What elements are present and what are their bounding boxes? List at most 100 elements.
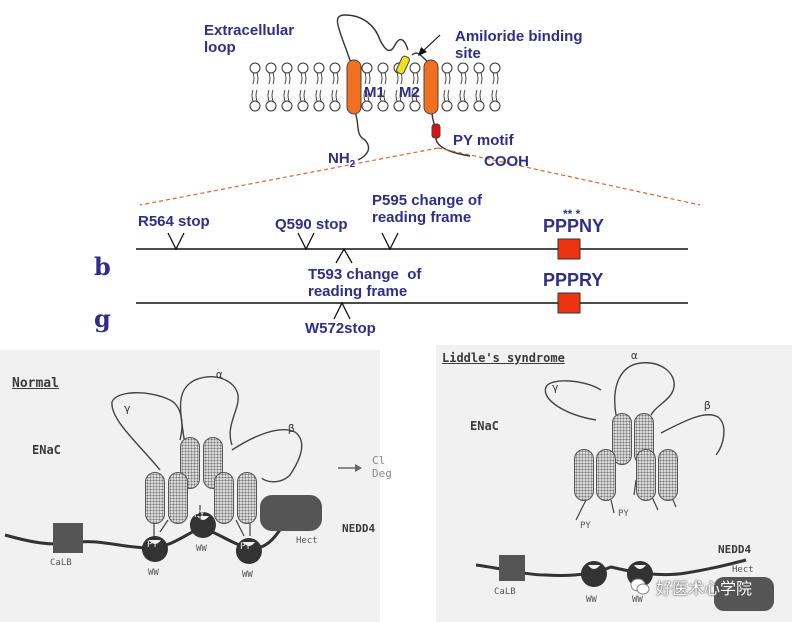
lipid-tail: [267, 89, 270, 102]
w572-marker: [333, 301, 351, 320]
lipid-tail: [459, 89, 462, 102]
lipid-head: [297, 62, 309, 74]
normal-alpha-label: α: [216, 368, 223, 381]
nh2-label: NH2: [328, 150, 356, 170]
liddle-beta-label: β: [704, 399, 711, 412]
lipid-tail: [464, 72, 467, 85]
q590-marker: [297, 232, 315, 251]
liddle-alpha-loop: [614, 362, 675, 416]
beta-sequence: PPPNY: [543, 216, 605, 236]
lipid-tail: [332, 72, 335, 85]
lipid-tail: [336, 72, 339, 85]
lipid-head: [265, 62, 277, 74]
normal-title: Normal: [12, 376, 59, 391]
lipid-tail: [492, 72, 495, 85]
beta-subunit-label: b: [94, 252, 111, 281]
zoom-line-right: [437, 147, 701, 206]
alpha-loop: [179, 376, 239, 446]
normal-beta-label: β: [288, 422, 295, 435]
p595-marker: [381, 232, 399, 251]
lipid-tail: [396, 72, 399, 85]
liddle-panel: Liddle's syndrome ENaC α β γ NEDD4 Hect …: [436, 345, 792, 622]
liddle-py-label-2: PY: [618, 509, 629, 519]
r564-label: R564 stop: [138, 213, 210, 230]
lipid-head: [457, 62, 469, 74]
watermark: 好医术心学院: [630, 576, 752, 598]
gamma-sequence: PPPRY: [543, 270, 604, 290]
liddle-hect-domain: [714, 577, 774, 611]
lipid-bilayer: [249, 62, 501, 112]
liddle-enac-label: ENaC: [470, 419, 499, 433]
w572-label: W572stop: [305, 320, 376, 337]
lipid-tail: [283, 89, 286, 102]
lipid-tail: [252, 72, 255, 85]
wechat-icon: [630, 578, 650, 595]
lipid-tail: [383, 89, 386, 102]
lipid-head: [489, 62, 501, 74]
lipid-tail: [448, 72, 451, 85]
ww-domain-3: [235, 538, 262, 564]
lipid-head: [265, 100, 277, 112]
liddle-calb-label: CaLB: [494, 587, 516, 597]
mutation-map: [136, 232, 688, 320]
liddle-title: Liddle's syndrome: [442, 351, 565, 365]
lipid-tail: [303, 89, 306, 102]
gamma-loop: [111, 392, 183, 471]
lipid-head: [329, 100, 341, 112]
liddle-schematic: [475, 362, 774, 611]
cooh-label: COOH: [484, 153, 529, 170]
lipid-tail: [367, 89, 370, 102]
lipid-head: [313, 62, 325, 74]
liddle-helix-beta-2: [658, 449, 678, 501]
normal-py-label-3: PY: [240, 542, 251, 552]
lipid-head: [281, 62, 293, 74]
normal-py-label-2: PY: [194, 510, 205, 520]
lipid-tail: [395, 89, 398, 102]
lipid-head: [441, 62, 453, 74]
lipid-tail: [447, 89, 450, 102]
py-motif-box: [431, 123, 441, 139]
lipid-tail: [443, 89, 446, 102]
liddle-nedd4-label: NEDD4: [718, 543, 752, 556]
lipid-tail: [271, 89, 274, 102]
lipid-head: [361, 62, 373, 74]
beta-loop: [231, 429, 303, 483]
lipid-head: [329, 62, 341, 74]
liddle-gamma-loop: [544, 380, 602, 421]
enac-helix-beta-1: [214, 472, 234, 524]
normal-ww-label-1: WW: [148, 568, 159, 578]
p595-label: P595 change of reading frame: [372, 192, 483, 226]
lipid-head: [377, 62, 389, 74]
liddle-gamma-label: γ: [552, 381, 559, 394]
lipid-tail: [411, 89, 414, 102]
liddle-helix-beta-1: [636, 449, 656, 501]
lipid-tail: [463, 89, 466, 102]
lipid-head: [281, 100, 293, 112]
lipid-head: [473, 100, 485, 112]
amiloride-label: Amiloride binding site: [455, 28, 583, 62]
enac-helix-beta-2: [237, 472, 257, 524]
normal-hect-label: Hect: [296, 536, 318, 546]
lipid-tail: [415, 89, 418, 102]
lipid-tail: [384, 72, 387, 85]
normal-schematic: [4, 376, 362, 553]
lipid-tail: [331, 89, 334, 102]
normal-gamma-label: γ: [124, 402, 131, 415]
zoom-line-left: [139, 147, 439, 206]
lipid-tail: [272, 72, 275, 85]
normal-ww-label-2: WW: [196, 544, 207, 554]
lipid-tail: [444, 72, 447, 85]
lipid-tail: [495, 89, 498, 102]
r564-marker: [167, 232, 185, 251]
normal-panel: Normal ENaC α β γ Cl Deg NEDD4 Hect CaLB…: [0, 350, 392, 622]
lipid-tail: [379, 89, 382, 102]
lipid-tail: [479, 89, 482, 102]
lipid-tail: [268, 72, 271, 85]
lipid-head: [409, 100, 421, 112]
lipid-tail: [300, 72, 303, 85]
py-box-beta: [557, 238, 581, 260]
lipid-tail: [476, 72, 479, 85]
q590-label: Q590 stop: [275, 216, 348, 233]
lipid-head: [249, 62, 261, 74]
lipid-tail: [251, 89, 254, 102]
